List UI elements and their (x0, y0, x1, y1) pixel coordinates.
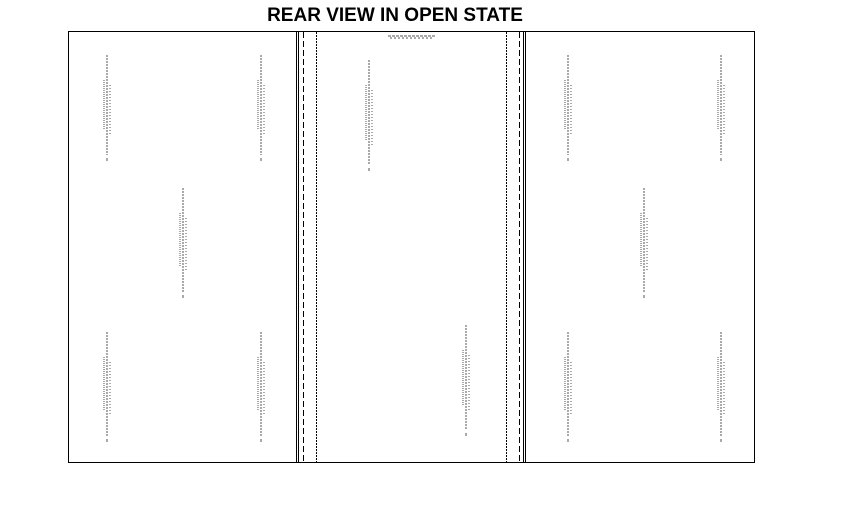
drawing-title: REAR VIEW IN OPEN STATE (267, 5, 523, 26)
outer-frame (68, 31, 755, 463)
